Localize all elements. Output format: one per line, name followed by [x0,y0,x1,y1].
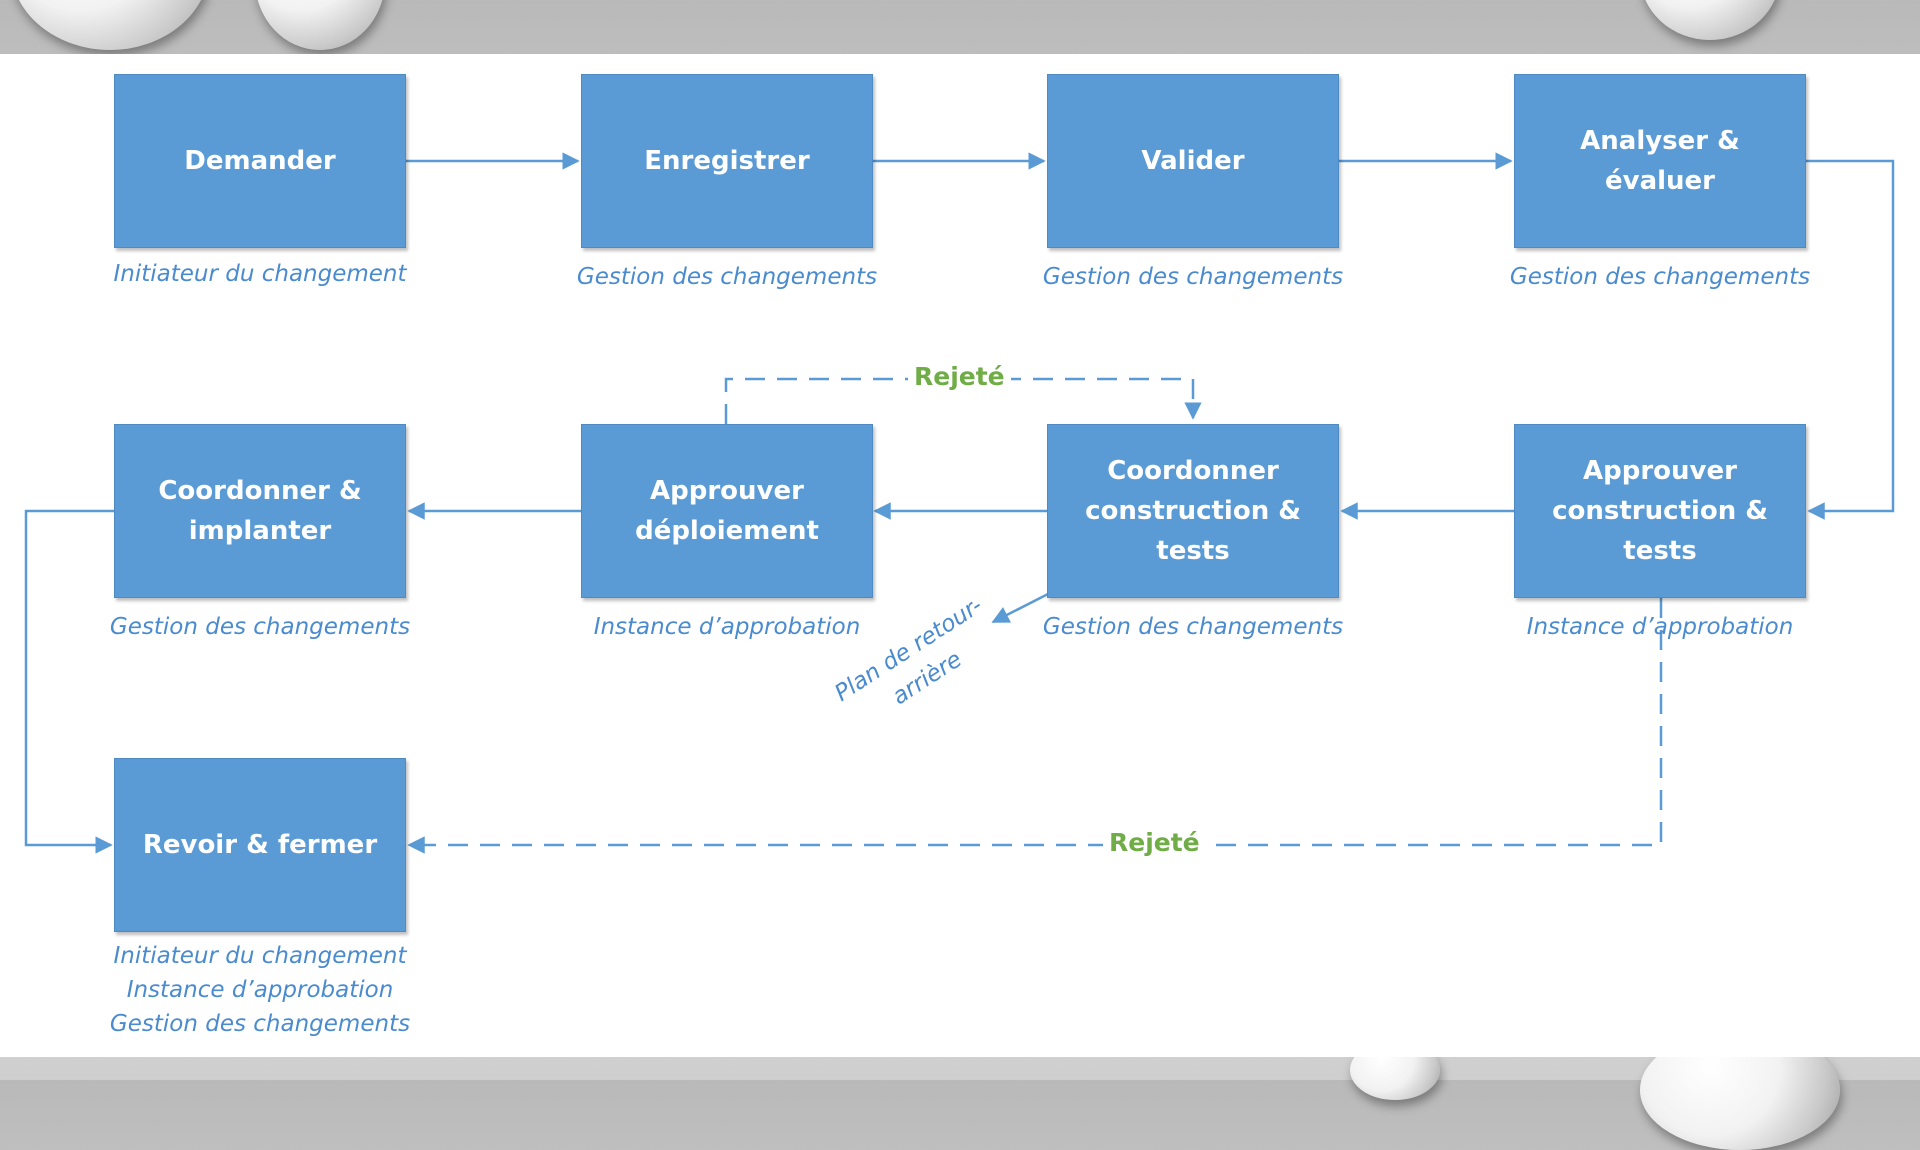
step-revoir-fermer-roles: Initiateur du changement Instance d’appr… [109,943,411,1037]
arrow-coordonner-implanter-to-revoir [24,509,114,854]
step-analyser: Analyser & évaluer [1514,74,1806,248]
step-approuver-construction: Approuver construction & tests [1514,424,1806,598]
step-approuver-construction-role: Instance d’approbation [1526,614,1794,640]
step-approuver-construction-label: Approuver construction & tests [1552,456,1768,566]
step-demander: Demander [114,74,406,248]
step-revoir-fermer-label: Revoir & fermer [142,830,378,860]
rejected-label-bottom: Rejeté [1103,828,1206,857]
arrow-analyser-to-approuver-construction [1806,159,1895,520]
step-analyser-label: Analyser & évaluer [1580,126,1740,196]
step-analyser-role: Gestion des changements [1509,264,1811,290]
step-demander-role: Initiateur du changement [113,261,407,287]
step-enregistrer: Enregistrer [581,74,873,248]
step-coordonner-construction-role: Gestion des changements [1042,614,1344,640]
step-coordonner-construction: Coordonner construction & tests [1047,424,1339,598]
arrow-rejected-approbation-to-revoir [407,598,1663,854]
step-approuver-deploiement-role: Instance d’approbation [593,614,861,640]
step-valider-role: Gestion des changements [1042,264,1344,290]
step-revoir-fermer: Revoir & fermer [114,758,406,932]
step-coordonner-implanter: Coordonner & implanter [114,424,406,598]
step-coordonner-implanter-label: Coordonner & implanter [158,476,362,546]
step-enregistrer-label: Enregistrer [644,146,810,176]
step-demander-label: Demander [184,146,336,176]
step-valider-label: Valider [1141,146,1245,176]
arrow-rejected-deploiement-to-coordonner [724,377,1202,424]
step-approuver-deploiement-label: Approuver déploiement [635,476,819,546]
step-valider: Valider [1047,74,1339,248]
step-enregistrer-role: Gestion des changements [576,264,878,290]
step-coordonner-construction-label: Coordonner construction & tests [1085,456,1301,566]
rejected-label-top: Rejeté [908,362,1011,391]
connector-layer [24,152,1895,854]
arrow-rollback-plan [991,592,1049,624]
step-approuver-deploiement: Approuver déploiement [581,424,873,598]
step-coordonner-implanter-role: Gestion des changements [109,614,411,640]
